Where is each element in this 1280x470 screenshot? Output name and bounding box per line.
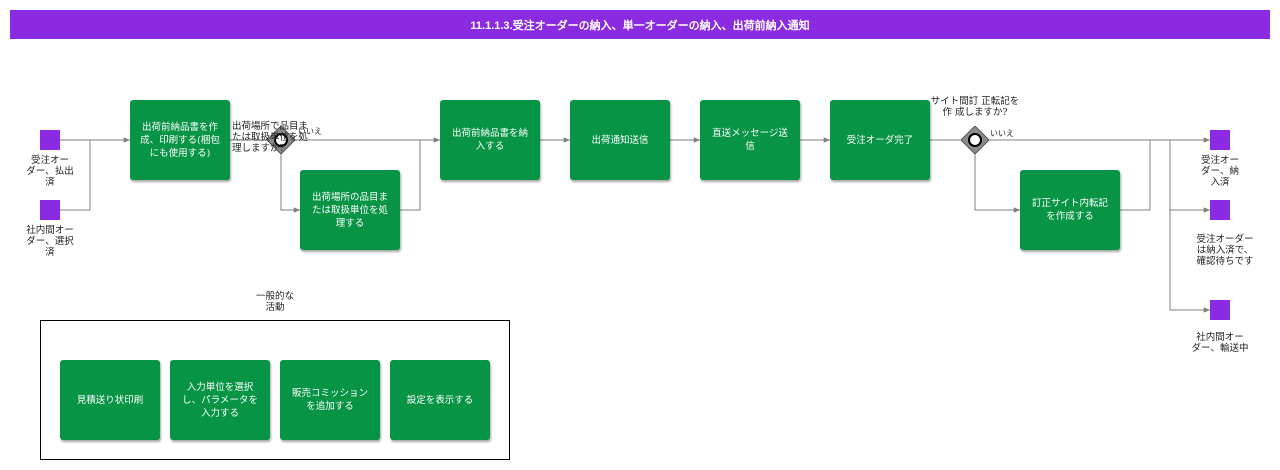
activity-label: 訂正サイト内転記 を作成する xyxy=(1031,198,1108,222)
end-event-label: 受注オー ダー、納 入済 xyxy=(1200,155,1239,188)
gateway-no-label: いいえ xyxy=(298,127,322,136)
activity-label: 出荷前納品書を作 成、印刷する(梱包 にも使用する) xyxy=(140,121,220,159)
gateway-process-items xyxy=(267,126,295,154)
activity-label: 出荷前納品書を納 入する xyxy=(451,128,528,152)
connector xyxy=(974,154,1020,213)
activity-label: 出荷場所の品目ま たは取扱単位を処 理する xyxy=(311,191,388,229)
end-event-label: 社内間オー ダー、輸送中 xyxy=(1191,332,1249,354)
end-event xyxy=(1210,300,1230,320)
start-event xyxy=(40,200,60,220)
activity-process-items: 出荷場所の品目ま たは取扱単位を処 理する xyxy=(300,170,400,250)
connector xyxy=(1169,210,1210,313)
activity-create-correction: 訂正サイト内転記 を作成する xyxy=(1020,170,1120,250)
gateway-no-label: いいえ xyxy=(990,129,1014,138)
start-event xyxy=(40,130,60,150)
activity-print-pre-ship: 出荷前納品書を作 成、印刷する(梱包 にも使用する) xyxy=(130,100,230,180)
end-event xyxy=(1210,130,1230,150)
activity-order-complete: 受注オーダ完了 xyxy=(830,100,930,180)
start-event-label: 社内間オー ダー、選択 済 xyxy=(26,225,74,258)
diagram-title: 11.1.1.3.受注オーダーの納入、単一オーダーの納入、出荷前納入通知 xyxy=(10,10,1270,39)
connector xyxy=(280,154,300,213)
activity-label: 設定を表示する xyxy=(406,394,474,406)
activity-label: 販売コミッション を追加する xyxy=(291,388,368,412)
activity-label: 受注オーダ完了 xyxy=(846,134,914,146)
activity-label: 出荷通知送信 xyxy=(591,134,649,146)
connector xyxy=(1120,140,1151,211)
general-activity: 販売コミッション を追加する xyxy=(280,360,380,440)
activity-label: 入力単位を選択 し、パラメータを 入力する xyxy=(182,381,258,419)
activity-receive-pre-ship: 出荷前納品書を納 入する xyxy=(440,100,540,180)
activity-direct-message: 直送メッセージ送 信 xyxy=(700,100,800,180)
gateway-correction xyxy=(961,126,989,154)
general-activity: 入力単位を選択 し、パラメータを 入力する xyxy=(170,360,270,440)
end-event xyxy=(1210,200,1230,220)
general-activity: 設定を表示する xyxy=(390,360,490,440)
general-activity: 見積送り状印刷 xyxy=(60,360,160,440)
end-event-label: 受注オーダー は納入済で、 確認待ちです xyxy=(1196,234,1254,267)
general-activities-title: 一般的な 活動 xyxy=(255,291,294,313)
activity-label: 直送メッセージ送 信 xyxy=(712,128,788,152)
gateway-question-label: 出荷場所で品目ま たは取扱単位を処 理しますか? xyxy=(232,121,309,154)
activity-send-notice: 出荷通知送信 xyxy=(570,100,670,180)
start-event-label: 受注オー ダー、払出 済 xyxy=(26,155,74,188)
general-activities-group xyxy=(40,320,510,460)
connector xyxy=(400,140,421,211)
activity-label: 見積送り状印刷 xyxy=(76,394,144,406)
gateway-question-label: サイト間訂 正転記を 作 成しますか? xyxy=(930,96,1020,118)
diagram-title-text: 11.1.1.3.受注オーダーの納入、単一オーダーの納入、出荷前納入通知 xyxy=(470,19,810,32)
connector xyxy=(60,140,91,211)
